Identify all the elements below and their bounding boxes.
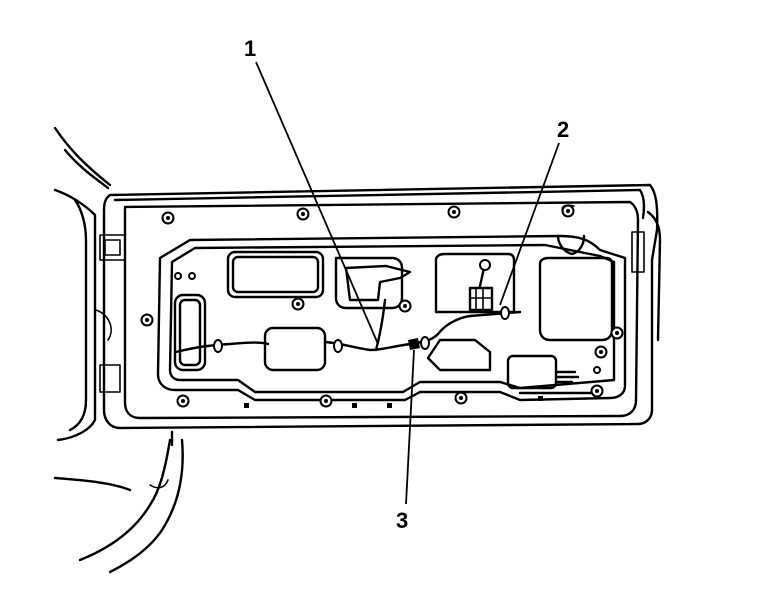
vehicle-body <box>53 126 184 574</box>
callout-1: 1 <box>244 36 256 61</box>
callout-3: 3 <box>396 508 408 533</box>
leader-line-1 <box>255 61 379 345</box>
door-panel <box>102 183 662 430</box>
access-openings <box>173 234 614 390</box>
leader-lines <box>255 61 560 505</box>
wiring-harness <box>174 259 602 395</box>
leader-line-2 <box>499 142 560 306</box>
fasteners <box>140 204 624 408</box>
leader-line-3 <box>405 349 415 505</box>
callout-2: 2 <box>557 117 569 142</box>
